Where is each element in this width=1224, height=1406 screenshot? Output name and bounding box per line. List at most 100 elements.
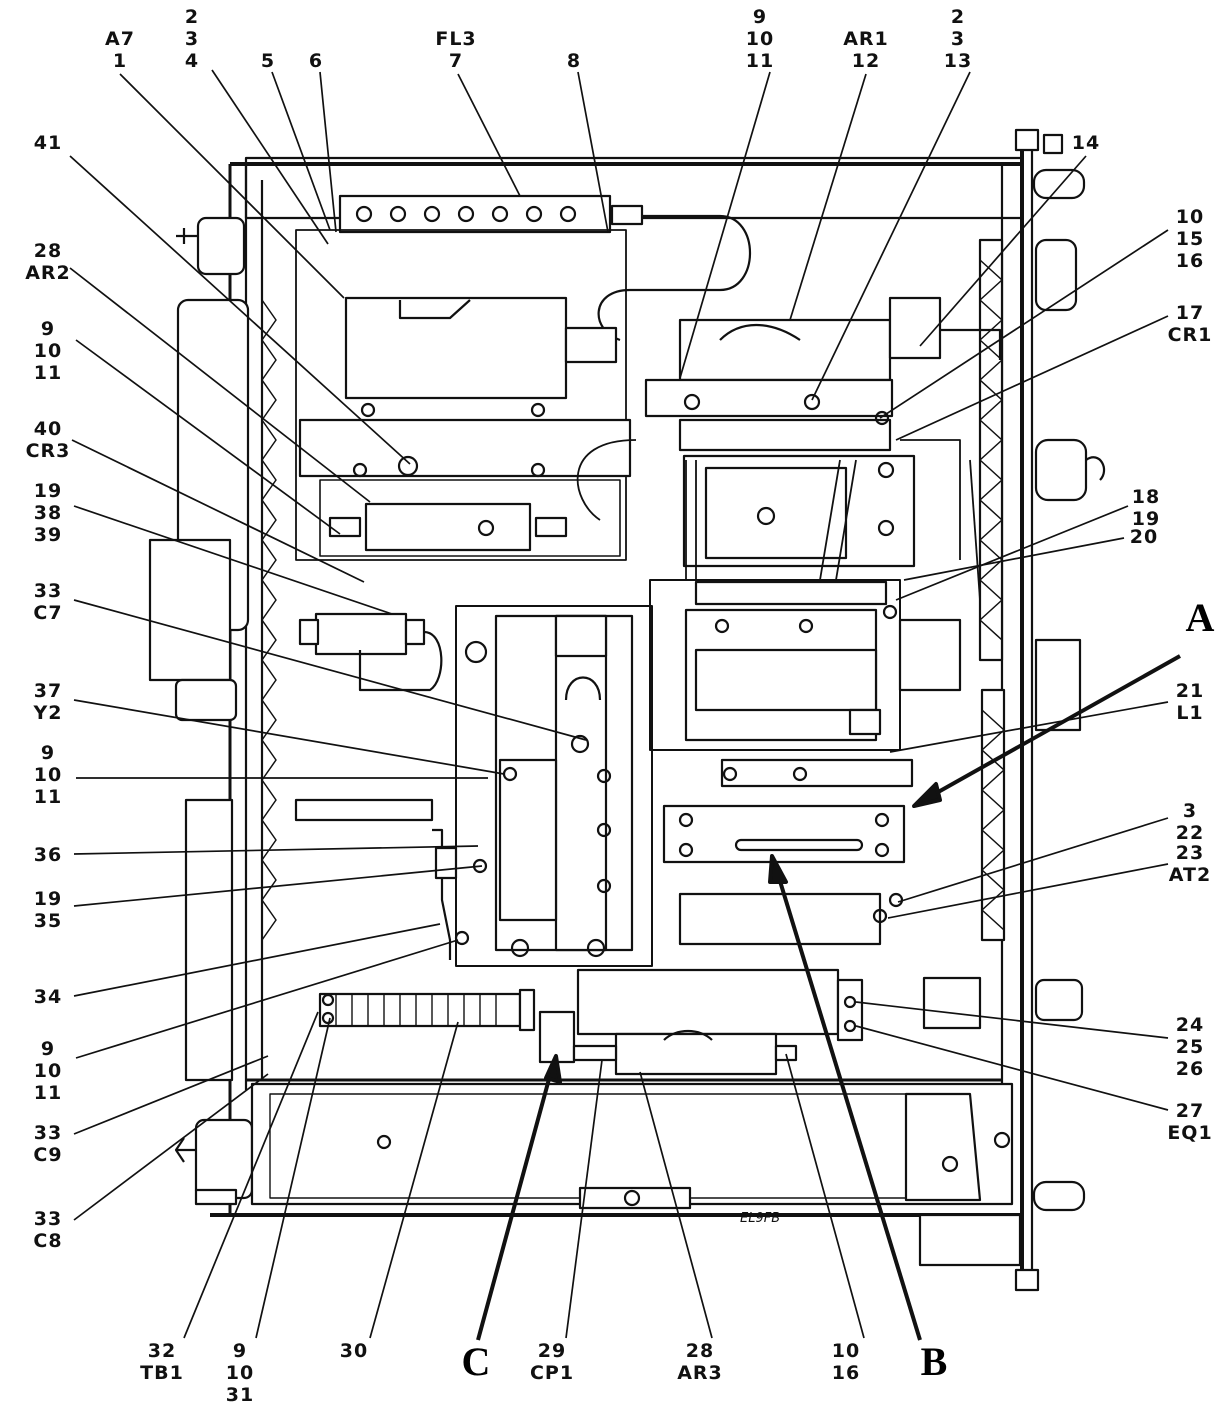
callout-line: 25 [1175,1036,1205,1058]
callout-line: 12 [851,50,881,72]
amplifier-ar1 [644,296,1002,568]
callout-line: 1 [112,50,128,72]
callout-c-14: 14 [1056,132,1116,154]
callout-c-34: 34 [18,986,78,1008]
callout-line: 29 [537,1340,567,1362]
callout-line: AR2 [25,262,71,284]
callout-line: 34 [33,986,63,1008]
callout-line: CR3 [25,440,71,462]
callout-line: AR3 [677,1362,723,1384]
view-label-a: A [1185,595,1215,640]
callout-line: 3 [950,28,966,50]
callout-line: FL3 [435,28,477,50]
callout-line: 10 [33,764,63,786]
callout-line: 10 [745,28,775,50]
callout-line: EQ1 [1167,1122,1213,1144]
callout-line: 33 [33,1208,63,1230]
callout-line: 19 [1131,508,1161,530]
left-shelf [294,798,470,960]
callout-line: 15 [1175,228,1205,250]
terminal-board-tb1 [318,988,536,1032]
callout-line: C8 [33,1230,63,1252]
callout-line: 10 [1175,206,1205,228]
callout-line: AT2 [1168,864,1212,886]
callout-line: 23 [1175,842,1205,864]
callout-line: TB1 [140,1362,184,1384]
callout-line: L1 [1176,702,1204,724]
callout-line: 18 [1131,486,1161,508]
callout-line: 9 [40,318,56,340]
attenuator-at2 [662,804,906,946]
callout-c-30: 30 [324,1340,384,1362]
callout-line: CP1 [529,1362,575,1384]
callout-line: 33 [33,580,63,602]
callout-line: 35 [33,910,63,932]
callout-c-41: 41 [18,132,78,154]
view-arrows [476,654,1181,1341]
callout-line: 14 [1071,132,1101,154]
callout-line: 7 [448,50,464,72]
callout-line: C9 [33,1144,63,1166]
callout-line: 17 [1175,302,1205,324]
callout-line: 19 [33,480,63,502]
callout-line: 24 [1175,1014,1205,1036]
callout-line: CR1 [1167,324,1213,346]
callout-line: 40 [33,418,63,440]
callout-line: 11 [745,50,775,72]
callout-line: 36 [33,844,63,866]
callout-c-6: 6 [286,50,346,72]
callout-line: 3 [1182,800,1198,822]
callout-line: 8 [566,50,582,72]
callout-line: 30 [339,1340,369,1362]
callout-c-5: 5 [238,50,298,72]
callout-c-8: 8 [544,50,604,72]
callout-line: 10 [33,1060,63,1082]
figure-code: EL9FB [740,1211,780,1226]
callout-line: 2 [184,6,200,28]
callout-line: 27 [1175,1100,1205,1122]
callout-line: 9 [40,742,56,764]
module-view-a [649,579,962,788]
callout-line: 41 [33,132,63,154]
callout-line: 22 [1175,822,1205,844]
callout-line: 10 [33,340,63,362]
filter-fl3 [338,194,751,342]
callout-line: 38 [33,502,63,524]
callout-line: 39 [33,524,63,546]
callout-line: 32 [147,1340,177,1362]
amplifier-ar3 [538,968,982,1076]
view-label-c: C [461,1339,491,1384]
right-side-cable-chain [978,238,1106,1022]
detector-cr3 [298,612,443,692]
callout-line: 28 [33,240,63,262]
left-side-rails [148,216,277,1200]
callout-line: 9 [752,6,768,28]
callout-line: AR1 [843,28,889,50]
leader-lines [69,69,1169,1339]
cable-bundles [576,439,981,601]
